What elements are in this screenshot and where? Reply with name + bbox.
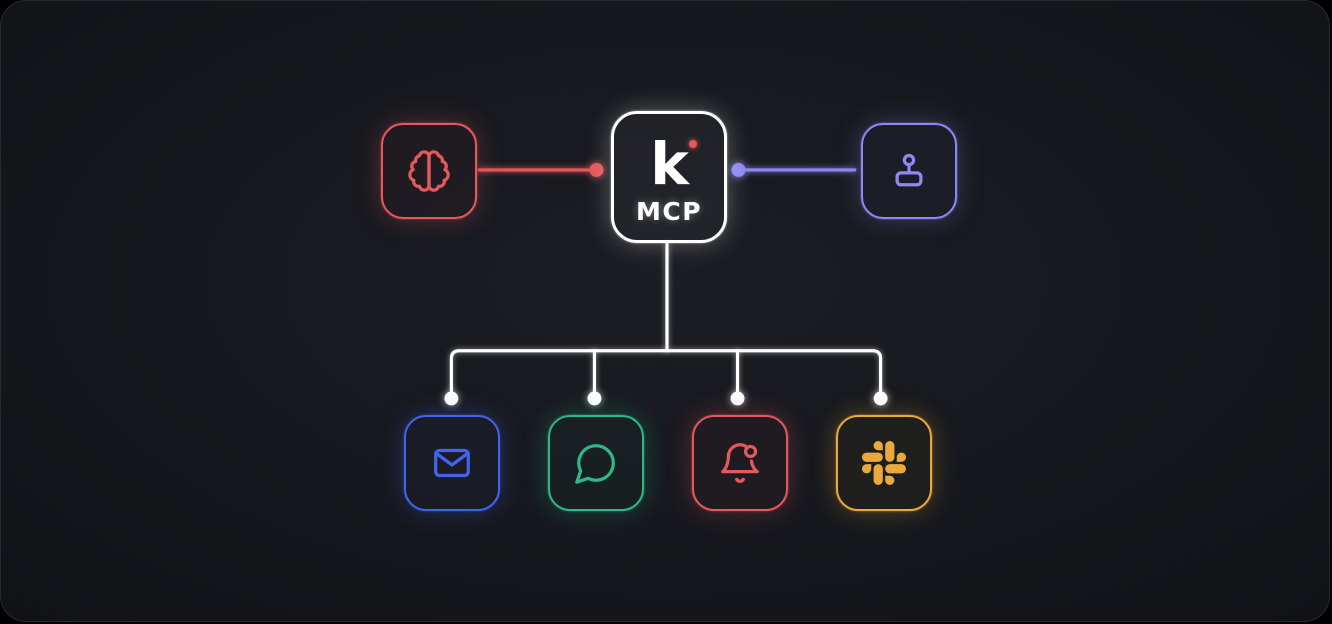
email-icon bbox=[429, 440, 475, 486]
slack-dot bbox=[873, 391, 888, 406]
kestra-logo-letter: k bbox=[650, 130, 689, 199]
bell-node bbox=[692, 415, 788, 511]
mcp-label: MCP bbox=[635, 196, 703, 226]
bell-icon bbox=[717, 440, 763, 486]
chat-icon bbox=[573, 440, 619, 486]
email-node bbox=[404, 415, 500, 511]
branch-line bbox=[449, 349, 883, 397]
joystick-node bbox=[861, 123, 957, 219]
email-dot bbox=[444, 391, 459, 406]
joystick-icon bbox=[886, 148, 932, 194]
bell-dot bbox=[730, 391, 745, 406]
slack-node bbox=[836, 415, 932, 511]
slack-icon bbox=[862, 441, 906, 485]
kestra-logo: k bbox=[650, 134, 697, 195]
hub-to-joystick-dot bbox=[731, 162, 746, 177]
brain-icon bbox=[406, 148, 452, 194]
kestra-logo-dot bbox=[688, 140, 697, 149]
mcp-hub-node: k MCP bbox=[611, 111, 727, 243]
brain-to-hub-dot bbox=[589, 162, 604, 177]
chat-node bbox=[548, 415, 644, 511]
chat-dot bbox=[587, 391, 602, 406]
brain-node bbox=[381, 123, 477, 219]
